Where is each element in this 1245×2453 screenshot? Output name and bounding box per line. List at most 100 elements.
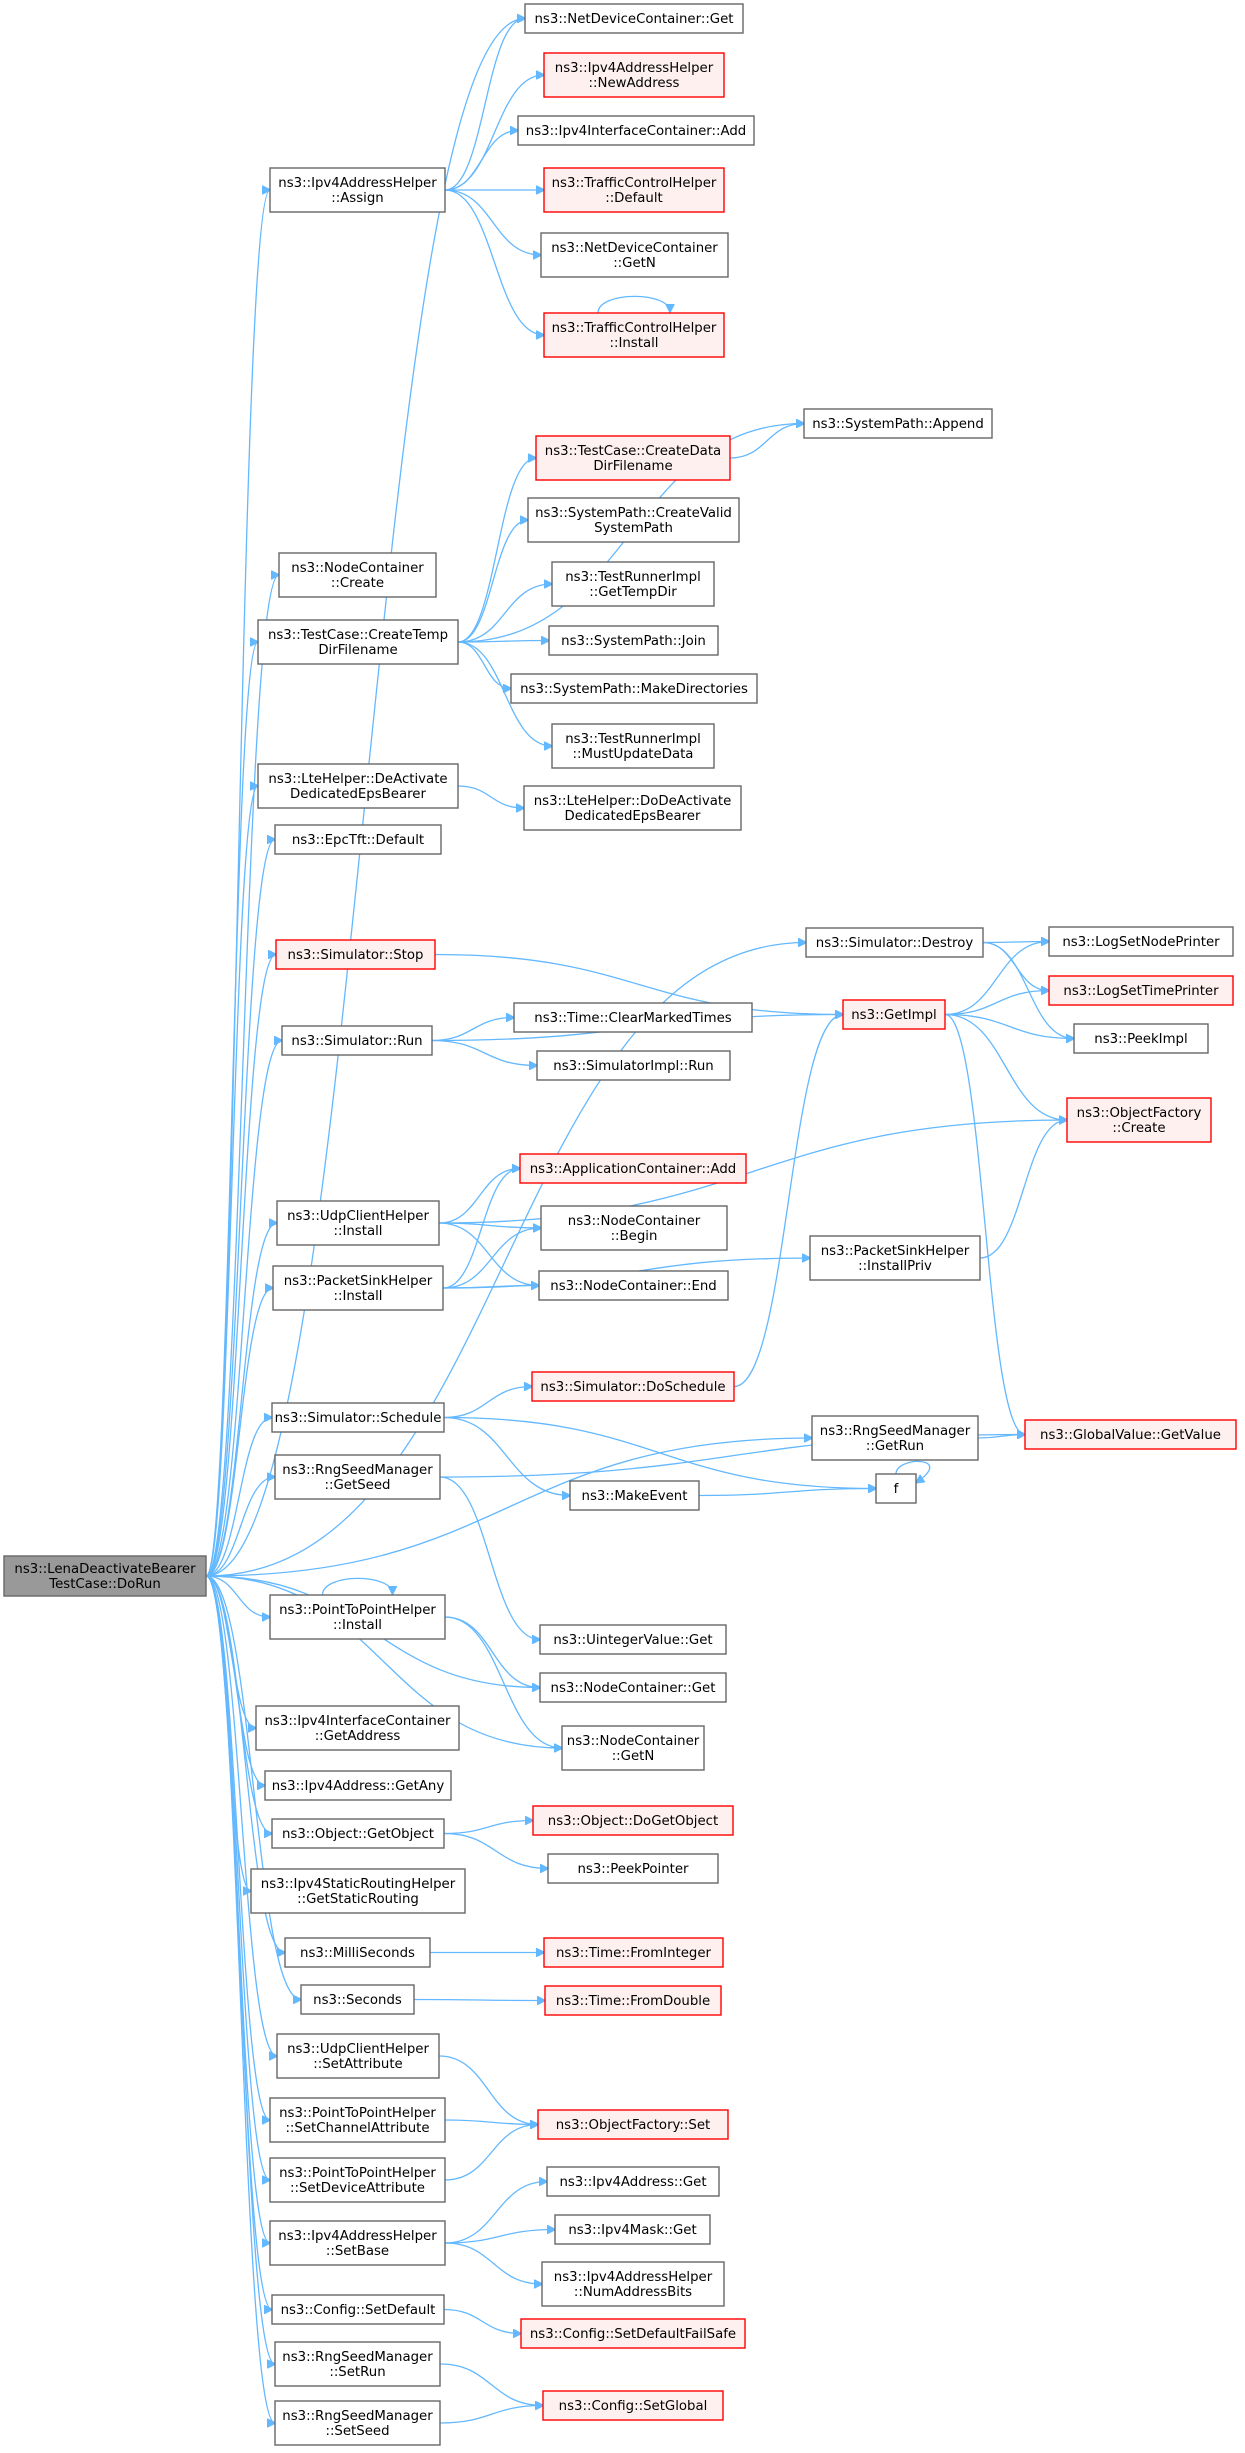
node-label: ::MustUpdateData [573, 747, 694, 762]
node-psh-installpriv[interactable]: ns3::PacketSinkHelper::InstallPriv [809, 1235, 981, 1281]
node-simimpl-run[interactable]: ns3::SimulatorImpl::Run [536, 1050, 731, 1081]
node-obj-dogetobject[interactable]: ns3::Object::DoGetObject [532, 1805, 734, 1836]
node-label: ns3::SystemPath::CreateValid [535, 506, 732, 521]
call-edge [444, 19, 525, 191]
node-sp-join[interactable]: ns3::SystemPath::Join [548, 625, 719, 656]
node-getimpl[interactable]: ns3::GetImpl [842, 999, 946, 1030]
node-p2ph-setchattr[interactable]: ns3::PointToPointHelper::SetChannelAttri… [269, 2097, 446, 2143]
node-label: ns3::PeekImpl [1094, 1032, 1187, 1047]
node-ipv4ah-setbase[interactable]: ns3::Ipv4AddressHelper::SetBase [269, 2220, 446, 2266]
node-label: ns3::PointToPointHelper [279, 2166, 436, 2181]
node-box [1066, 1097, 1212, 1143]
node-label: ns3::Time::ClearMarkedTimes [534, 1011, 732, 1026]
node-udpch-install[interactable]: ns3::UdpClientHelper::Install [276, 1200, 440, 1246]
node-tri-mustupdate[interactable]: ns3::TestRunnerImpl::MustUpdateData [551, 723, 715, 769]
node-sim-run[interactable]: ns3::Simulator::Run [281, 1025, 433, 1056]
node-objfactory-set[interactable]: ns3::ObjectFactory::Set [537, 2109, 729, 2140]
node-log-setnode[interactable]: ns3::LogSetNodePrinter [1048, 926, 1234, 957]
node-label: ns3::Object::GetObject [282, 1827, 434, 1842]
node-makeevent[interactable]: ns3::MakeEvent [569, 1480, 700, 1511]
node-ipv4addr-get[interactable]: ns3::Ipv4Address::Get [546, 2166, 720, 2197]
node-rsm-setrun[interactable]: ns3::RngSeedManager::SetRun [274, 2341, 441, 2387]
call-edge [431, 1018, 514, 1042]
node-ndc-get[interactable]: ns3::NetDeviceContainer::Get [524, 3, 744, 34]
node-psh-install[interactable]: ns3::PacketSinkHelper::Install [272, 1265, 444, 1311]
node-label: ns3::SimulatorImpl::Run [553, 1059, 713, 1074]
node-sp-append[interactable]: ns3::SystemPath::Append [803, 408, 993, 439]
node-sim-doschedule[interactable]: ns3::Simulator::DoSchedule [531, 1371, 735, 1402]
node-label: ns3::SystemPath::Join [561, 634, 706, 649]
node-sim-stop[interactable]: ns3::Simulator::Stop [275, 939, 436, 970]
node-nc-create[interactable]: ns3::NodeContainer::Create [278, 552, 437, 598]
node-label: ns3::Ipv4AddressHelper [278, 2229, 437, 2244]
node-ipv4srh-getstatic[interactable]: ns3::Ipv4StaticRoutingHelper::GetStaticR… [250, 1868, 466, 1914]
node-uintval-get[interactable]: ns3::UintegerValue::Get [539, 1624, 727, 1655]
node-label: ns3::Ipv4Address::Get [559, 2175, 706, 2190]
node-box [284, 1937, 431, 1968]
node-milliseconds[interactable]: ns3::MilliSeconds [284, 1937, 431, 1968]
node-cfg-setdefaultfs[interactable]: ns3::Config::SetDefaultFailSafe [520, 2318, 746, 2349]
node-box [543, 1937, 724, 1968]
node-rsm-getseed[interactable]: ns3::RngSeedManager::GetSeed [274, 1454, 441, 1500]
node-ipv4ah-newaddr[interactable]: ns3::Ipv4AddressHelper::NewAddress [543, 52, 725, 98]
call-edge [205, 1575, 285, 1953]
node-nc-getn[interactable]: ns3::NodeContainer::GetN [561, 1725, 705, 1771]
node-ndc-getn[interactable]: ns3::NetDeviceContainer::GetN [540, 232, 729, 278]
node-tri-gettempdir[interactable]: ns3::TestRunnerImpl::GetTempDir [551, 561, 715, 607]
node-label: ns3::TestRunnerImpl [565, 732, 701, 747]
node-appc-add[interactable]: ns3::ApplicationContainer::Add [519, 1153, 747, 1184]
node-ipv4mask-get[interactable]: ns3::Ipv4Mask::Get [554, 2214, 711, 2245]
node-rsm-getrun[interactable]: ns3::RngSeedManager::GetRun [811, 1415, 979, 1461]
node-box [1048, 926, 1234, 957]
node-tch-install[interactable]: ns3::TrafficControlHelper::Install [543, 312, 725, 358]
node-log-settime[interactable]: ns3::LogSetTimePrinter [1048, 975, 1234, 1006]
node-peekpointer[interactable]: ns3::PeekPointer [547, 1853, 719, 1884]
node-time-clearmarked[interactable]: ns3::Time::ClearMarkedTimes [513, 1002, 753, 1033]
node-gv-getvalue[interactable]: ns3::GlobalValue::GetValue [1024, 1419, 1237, 1450]
node-label: ::NumAddressBits [574, 2285, 692, 2300]
node-cfg-setglobal[interactable]: ns3::Config::SetGlobal [542, 2390, 724, 2421]
node-ipv4ah-assign[interactable]: ns3::Ipv4AddressHelper::Assign [269, 167, 446, 213]
node-ipv4ah-numbits[interactable]: ns3::Ipv4AddressHelper::NumAddressBits [541, 2261, 725, 2307]
node-sp-makedirs[interactable]: ns3::SystemPath::MakeDirectories [510, 673, 758, 704]
node-lte-deactivate[interactable]: ns3::LteHelper::DeActivateDedicatedEpsBe… [257, 763, 459, 809]
node-cfg-setdefault[interactable]: ns3::Config::SetDefault [271, 2294, 445, 2325]
node-label: ::NewAddress [589, 76, 680, 91]
node-label: ::SetChannelAttribute [285, 2121, 429, 2136]
node-ipv4addr-getany[interactable]: ns3::Ipv4Address::GetAny [264, 1770, 452, 1801]
call-edge [205, 840, 275, 1577]
node-sim-schedule[interactable]: ns3::Simulator::Schedule [271, 1402, 445, 1433]
call-edge [413, 2000, 545, 2001]
node-obj-getobject[interactable]: ns3::Object::GetObject [271, 1818, 445, 1849]
node-rsm-setseed[interactable]: ns3::RngSeedManager::SetSeed [274, 2400, 441, 2446]
node-tch-default[interactable]: ns3::TrafficControlHelper::Default [543, 167, 725, 213]
node-peekimpl[interactable]: ns3::PeekImpl [1073, 1023, 1209, 1054]
node-lte-dodeactivate[interactable]: ns3::LteHelper::DoDeActivateDedicatedEps… [523, 785, 742, 831]
node-objfactory-create[interactable]: ns3::ObjectFactory::Create [1066, 1097, 1212, 1143]
node-p2ph-install[interactable]: ns3::PointToPointHelper::Install [269, 1594, 446, 1640]
node-epctft-default[interactable]: ns3::EpcTft::Default [274, 824, 442, 855]
call-edge [438, 1222, 539, 1286]
node-label: ::InstallPriv [858, 1259, 932, 1274]
node-udpch-setattr[interactable]: ns3::UdpClientHelper::SetAttribute [276, 2033, 440, 2079]
node-sim-destroy[interactable]: ns3::Simulator::Destroy [805, 927, 984, 958]
call-edge [439, 1476, 540, 1640]
node-ipv4ic-getaddr[interactable]: ns3::Ipv4InterfaceContainer::GetAddress [255, 1705, 460, 1751]
node-label: ns3::PeekPointer [577, 1862, 689, 1877]
node-f[interactable]: f [875, 1473, 917, 1504]
node-label: ::SetDeviceAttribute [290, 2181, 425, 2196]
node-seconds[interactable]: ns3::Seconds [300, 1984, 415, 2015]
node-ipv4ic-add[interactable]: ns3::Ipv4InterfaceContainer::Add [517, 115, 755, 146]
node-nc-get[interactable]: ns3::NodeContainer::Get [539, 1672, 727, 1703]
call-edge [444, 131, 518, 191]
node-nc-begin[interactable]: ns3::NodeContainer::Begin [540, 1205, 728, 1251]
node-p2ph-setdevattr[interactable]: ns3::PointToPointHelper::SetDeviceAttrib… [269, 2157, 446, 2203]
node-time-fromdouble[interactable]: ns3::Time::FromDouble [544, 1985, 722, 2016]
node-box [274, 824, 442, 855]
node-nc-end[interactable]: ns3::NodeContainer::End [538, 1270, 729, 1301]
node-time-frominteger[interactable]: ns3::Time::FromInteger [543, 1937, 724, 1968]
